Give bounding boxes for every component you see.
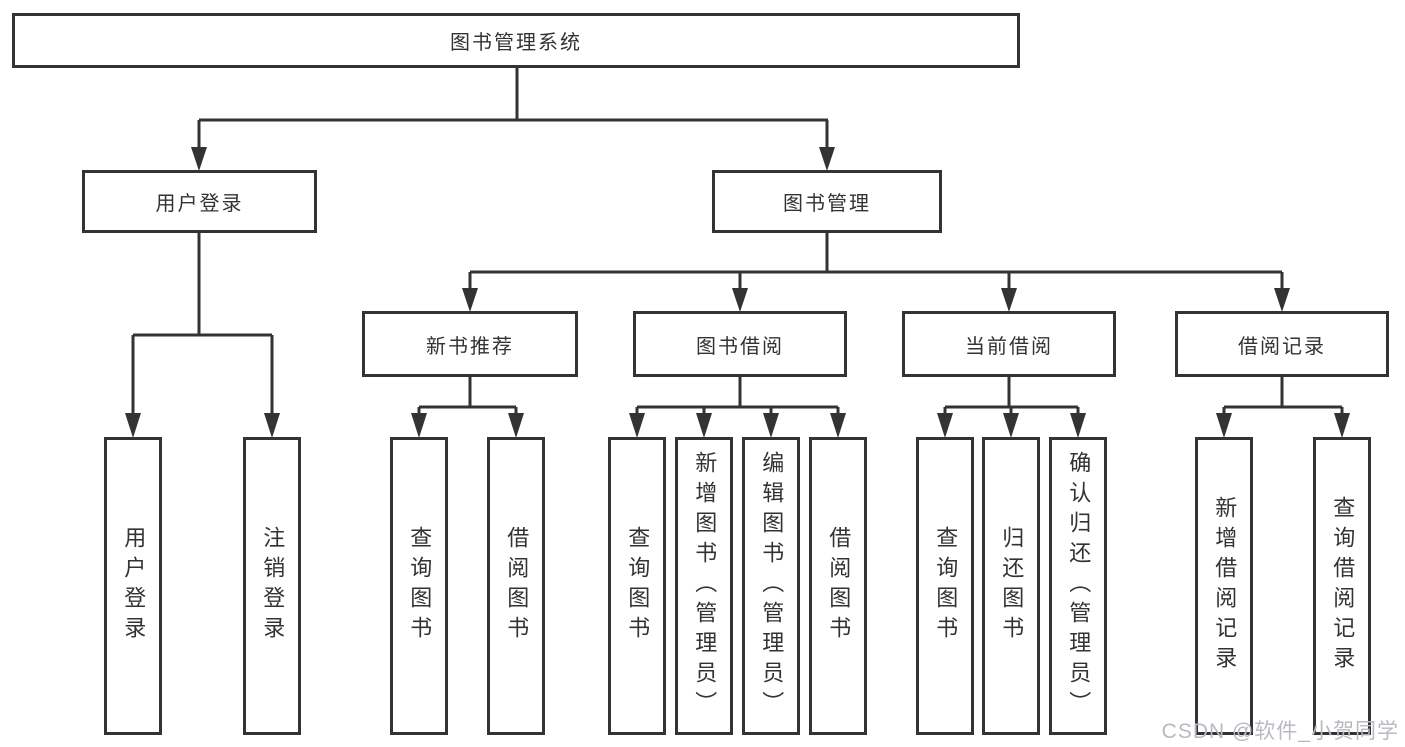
node-book-management-label: 图书管理: [783, 193, 871, 215]
node-leaf-add-borrow-record-label: 新增借阅记录: [1212, 496, 1238, 676]
node-user-login: 用户登录: [82, 170, 317, 233]
node-current-borrowing-label: 当前借阅: [965, 335, 1053, 358]
node-leaf-query-books-3: 查询图书: [916, 437, 974, 735]
node-leaf-add-books-admin-label: 新增图书（管理员）: [692, 451, 718, 721]
node-user-login-label: 用户登录: [155, 193, 244, 215]
node-leaf-confirm-return-admin-label: 确认归还（管理员）: [1066, 451, 1092, 721]
node-leaf-query-borrow-record-label: 查询借阅记录: [1330, 496, 1356, 676]
node-leaf-add-borrow-record: 新增借阅记录: [1195, 437, 1253, 735]
node-leaf-logout-label: 注销登录: [260, 526, 286, 646]
node-book-borrowing: 图书借阅: [633, 311, 847, 377]
node-leaf-add-books-admin: 新增图书（管理员）: [675, 437, 733, 735]
arrowheads: [125, 147, 1350, 438]
node-leaf-edit-books-admin: 编辑图书（管理员）: [742, 437, 800, 735]
node-leaf-borrow-books-2: 借阅图书: [809, 437, 867, 735]
node-leaf-return-books: 归还图书: [982, 437, 1040, 735]
node-leaf-borrow-books-1-label: 借阅图书: [504, 526, 530, 646]
node-leaf-borrow-books-2-label: 借阅图书: [826, 526, 852, 646]
node-leaf-query-books-2-label: 查询图书: [625, 526, 651, 646]
node-leaf-user-login-label: 用户登录: [121, 526, 147, 646]
node-book-borrowing-label: 图书借阅: [696, 335, 784, 358]
node-leaf-borrow-books-1: 借阅图书: [487, 437, 545, 735]
node-leaf-return-books-label: 归还图书: [999, 526, 1025, 646]
node-new-book-recommend: 新书推荐: [362, 311, 578, 377]
node-library-system-label: 图书管理系统: [450, 32, 582, 54]
node-leaf-query-books-1-label: 查询图书: [407, 526, 433, 646]
node-leaf-logout: 注销登录: [243, 437, 301, 735]
node-leaf-query-books-1: 查询图书: [390, 437, 448, 735]
node-borrow-records-label: 借阅记录: [1238, 335, 1326, 358]
node-leaf-confirm-return-admin: 确认归还（管理员）: [1049, 437, 1107, 735]
node-current-borrowing: 当前借阅: [902, 311, 1116, 377]
node-leaf-query-books-2: 查询图书: [608, 437, 666, 735]
csdn-watermark: CSDN @软件_小贺同学: [1161, 720, 1399, 743]
node-book-management: 图书管理: [712, 170, 942, 233]
node-leaf-edit-books-admin-label: 编辑图书（管理员）: [759, 451, 785, 721]
node-borrow-records: 借阅记录: [1175, 311, 1389, 377]
node-leaf-user-login: 用户登录: [104, 437, 162, 735]
node-library-system: 图书管理系统: [12, 13, 1020, 68]
node-new-book-recommend-label: 新书推荐: [426, 335, 514, 358]
node-leaf-query-books-3-label: 查询图书: [933, 526, 959, 646]
node-leaf-query-borrow-record: 查询借阅记录: [1313, 437, 1371, 735]
